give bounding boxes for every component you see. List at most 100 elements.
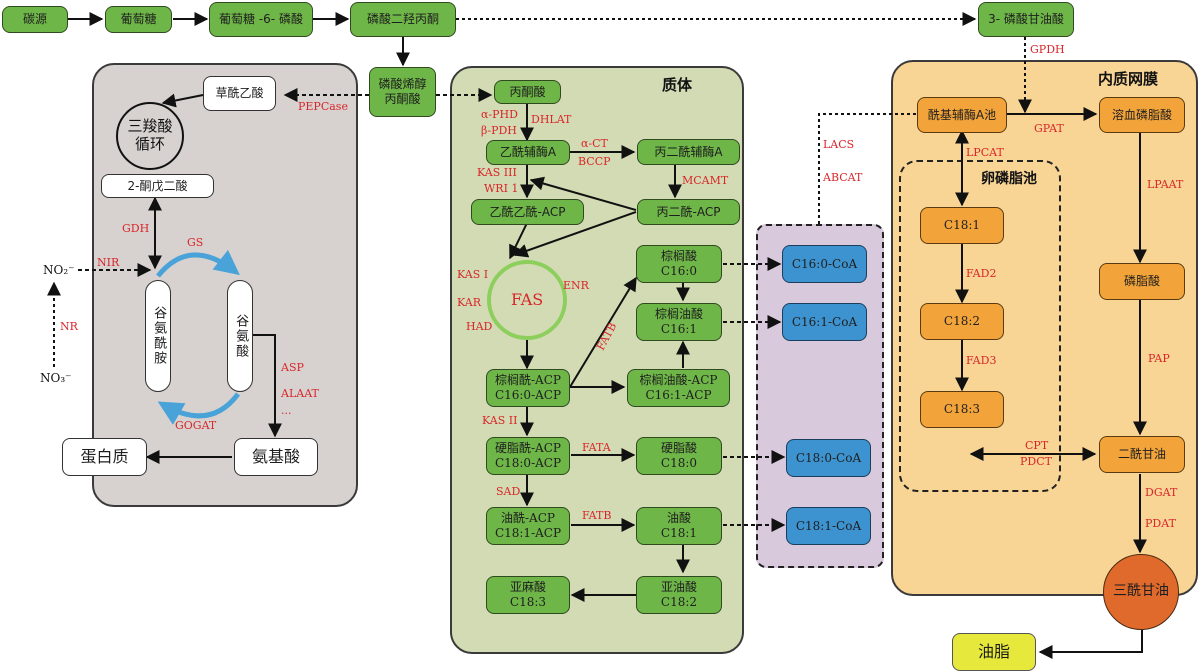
enzyme-fata: FATA (582, 441, 611, 454)
node-pc-c18-3: C18:3 (920, 391, 1004, 428)
enzyme-gpat: GPAT (1034, 122, 1064, 135)
enzyme-pap: PAP (1148, 352, 1170, 365)
enzyme-fad2: FAD2 (966, 267, 997, 280)
enzyme-pepcase: PEPCase (298, 100, 348, 113)
enzyme-had: HAD (466, 320, 493, 333)
enzyme-alpha-phd: α-PHD (481, 108, 518, 121)
enzyme-alaat: ALAAT (281, 387, 319, 400)
arrow-malonylacp-acetylcoa (529, 176, 637, 211)
enzyme-fatb-oleic: FATB (582, 509, 612, 522)
enzyme-kas-iii: KAS III (477, 166, 517, 179)
gs-cycle-arc (156, 249, 240, 278)
enzyme-lacs: LACS (823, 138, 855, 151)
node-malonyl-acp: 丙二酰-ACP (637, 199, 740, 225)
label-nitrite: NO₂⁻ (43, 263, 75, 277)
enzyme-wri1: WRI 1 (484, 182, 519, 195)
enzyme-nir: NIR (97, 256, 120, 269)
enzyme-kas-i: KAS I (457, 268, 489, 281)
tca-cycle-label: 三羧酸循环 (127, 117, 173, 153)
node-acetoacetyl-acp: 乙酰乙酰-ACP (471, 199, 584, 225)
enzyme-pdat: PDAT (1145, 517, 1176, 530)
node-amino-acids: 氨基酸 (234, 438, 318, 476)
arrow-acetoacetyl-fas (509, 222, 528, 260)
pc-pool-region: 卵磷脂池 (899, 160, 1061, 492)
tca-cycle-ring (116, 102, 184, 170)
enzyme-ellipsis: ... (281, 404, 292, 417)
node-2-ketoglutarate: 2-酮戊二酸 (101, 174, 214, 198)
enzyme-pdct: PDCT (1020, 455, 1052, 468)
arrow-glu-amino (252, 334, 282, 438)
enzyme-enr: ENR (563, 279, 589, 292)
node-dhap: 磷酸二羟丙酮 (350, 2, 456, 37)
enzyme-lpaat: LPAAT (1147, 178, 1184, 191)
enzyme-nr: NR (60, 320, 78, 333)
node-lysophosphatidic-acid: 溶血磷脂酸 (1099, 97, 1185, 133)
node-malonyl-coa: 丙二酰辅酶A (637, 139, 740, 165)
mitochondria-region (92, 63, 358, 507)
enzyme-beta-pdh: β-PDH (481, 124, 517, 137)
er-title: 内质网膜 (1098, 70, 1159, 88)
enzyme-dgat: DGAT (1145, 486, 1178, 499)
enzyme-kar: KAR (457, 296, 481, 309)
enzyme-gs: GS (187, 236, 204, 249)
node-glucose: 葡萄糖 (105, 6, 172, 33)
node-pep: 磷酸烯醇丙酮酸 (369, 67, 436, 117)
enzyme-alpha-ct: α-CT (581, 137, 608, 150)
gogat-cycle-arc (157, 392, 241, 425)
arrow-tag-oil (1038, 628, 1143, 659)
enzyme-asp: ASP (281, 361, 304, 374)
enzyme-dhlat: DHLAT (531, 113, 572, 126)
node-pc-c18-2: C18:2 (920, 303, 1004, 340)
node-acyl-coa-pool: 酰基辅酶A池 (917, 97, 1007, 133)
node-triacylglycerol: 三酰甘油 (1103, 554, 1179, 630)
node-c18-1-coa: C18:1-CoA (786, 507, 871, 545)
pc-pool-title: 卵磷脂池 (981, 171, 1037, 187)
node-3-phosphoglycerate: 3- 磷酸甘油酸 (978, 2, 1074, 37)
node-acetyl-coa: 乙酰辅酶A (486, 140, 570, 165)
plastid-title: 质体 (662, 76, 693, 94)
node-c18-0-coa: C18:0-CoA (786, 439, 871, 477)
arrow-coa-acylpool (818, 113, 916, 224)
node-glucose-6-phosphate: 葡萄糖 -6- 磷酸 (209, 2, 313, 37)
enzyme-cpt: CPT (1025, 439, 1049, 452)
node-phosphatidic-acid: 磷脂酸 (1099, 263, 1185, 300)
enzyme-gpdh: GPDH (1030, 43, 1065, 56)
enzyme-sad: SAD (496, 485, 521, 498)
enzyme-fad3: FAD3 (966, 354, 997, 367)
node-diacylglycerol: 二酰甘油 (1099, 436, 1185, 473)
enzyme-kas-ii: KAS II (482, 414, 518, 427)
enzyme-abcat: ABCAT (823, 171, 863, 184)
enzyme-gdh: GDH (122, 222, 150, 235)
arrow-oaa-tca (161, 93, 204, 108)
node-pc-c18-1: C18:1 (920, 207, 1004, 244)
node-carbon-source: 碳源 (2, 6, 68, 33)
fas-ring (487, 260, 567, 340)
fas-label: FAS (511, 290, 544, 309)
enzyme-mcamt: MCAMT (682, 174, 729, 187)
node-oil: 油脂 (952, 633, 1036, 671)
node-pyruvate: 丙酮酸 (494, 80, 561, 104)
arrow-palmitoylacp-palmitic (569, 276, 637, 388)
enzyme-gogat: GOGAT (175, 419, 217, 432)
node-c16-0-coa: C16:0-CoA (782, 245, 867, 283)
enzyme-lpcat: LPCAT (966, 146, 1004, 159)
label-nitrate: NO₃⁻ (40, 371, 72, 385)
enzyme-bccp: BCCP (578, 155, 611, 168)
node-glutamate: 谷氨酸 (227, 280, 253, 392)
node-c16-1-coa: C16:1-CoA (782, 303, 867, 341)
node-glutamine: 谷氨酰胺 (145, 280, 171, 392)
node-oxaloacetate: 草酰乙酸 (203, 76, 276, 111)
arrow-malonylacp-fas (513, 211, 637, 258)
